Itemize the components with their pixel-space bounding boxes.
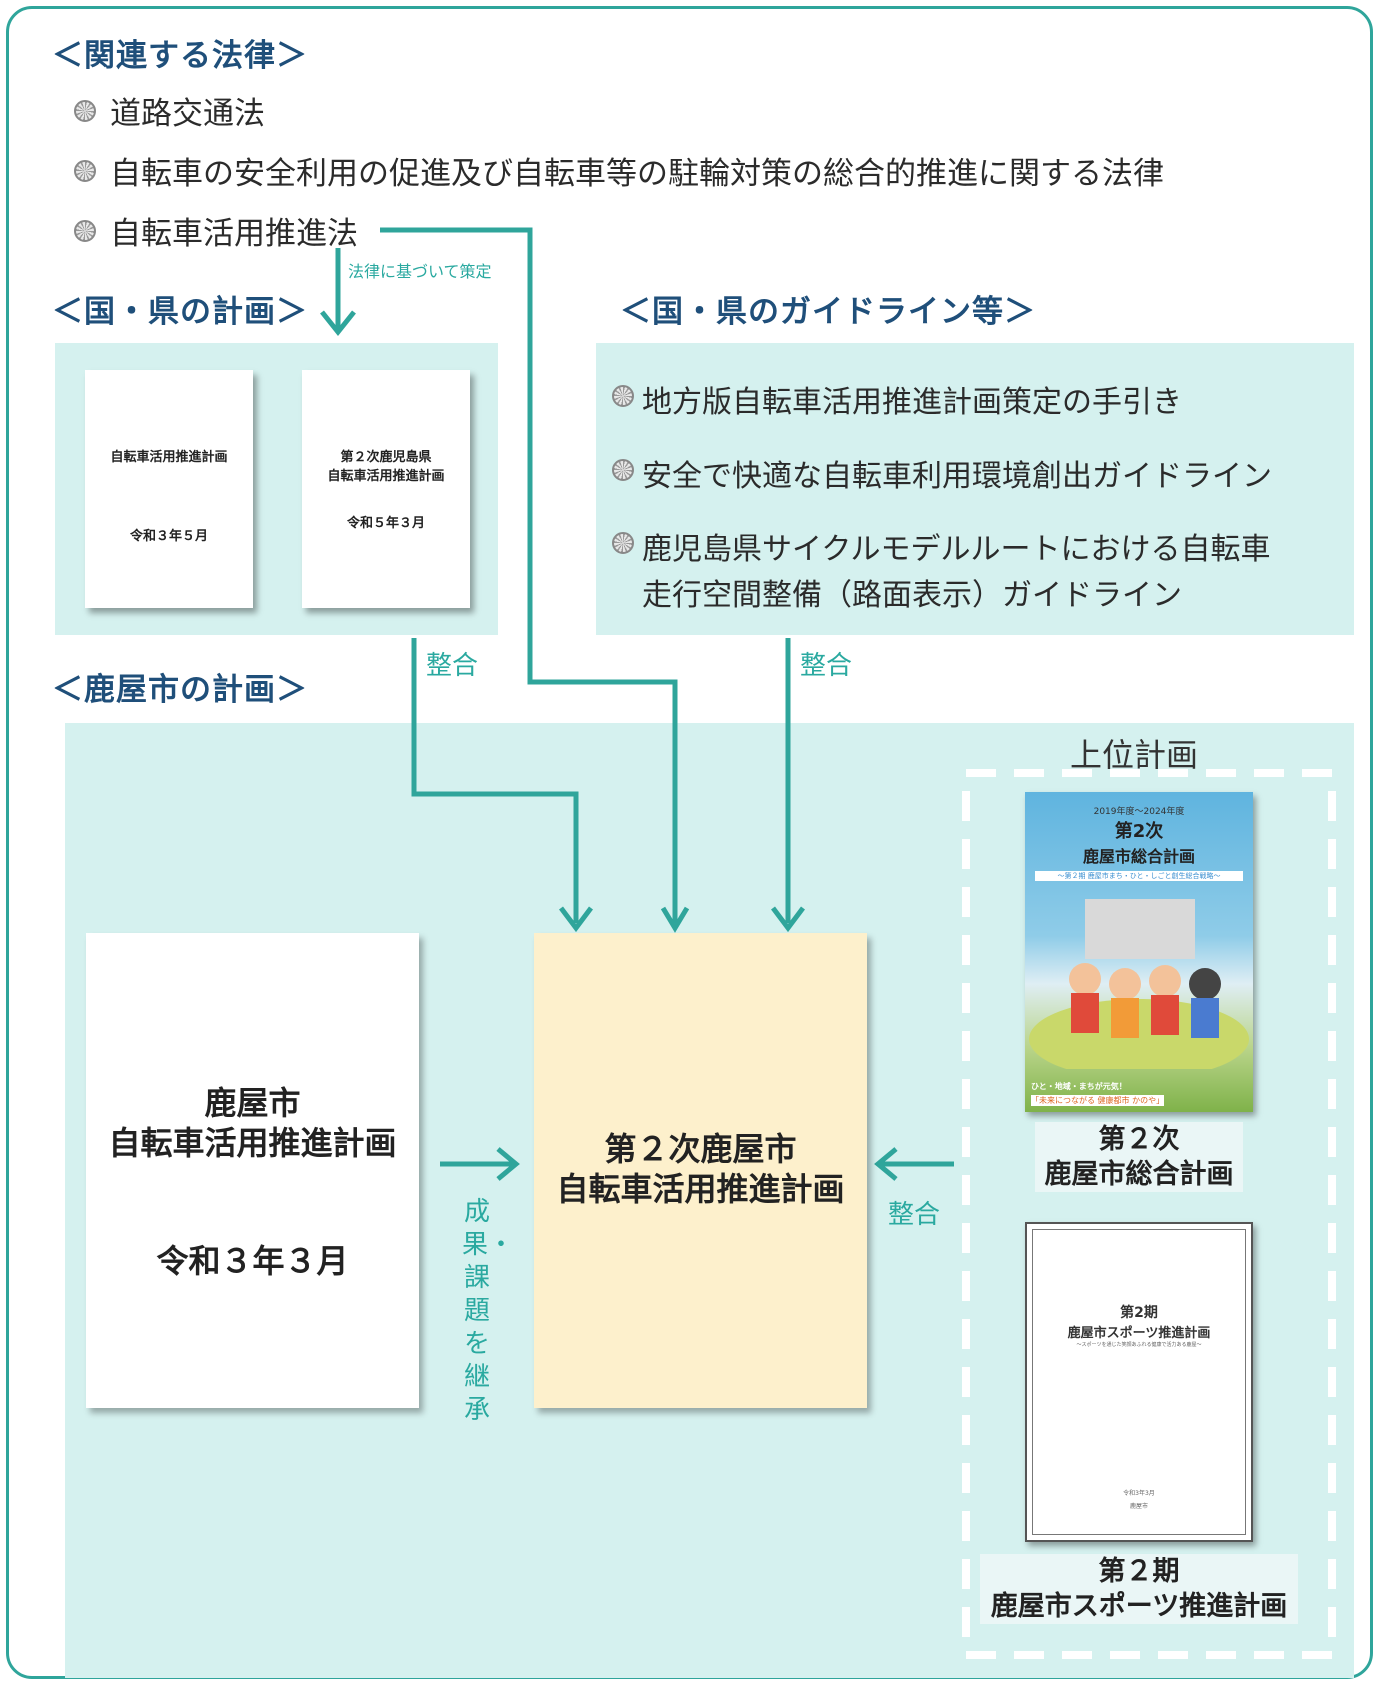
wheel-bullet-icon	[74, 99, 96, 122]
guideline-item: 安全で快適な自転車利用環境創出ガイドライン	[612, 451, 1272, 495]
cover-title-line1: 第2次	[1114, 821, 1164, 842]
upper-to-plan-arrowhead	[874, 1147, 898, 1181]
national-plan-document: 自転車活用推進計画 令和３年５月	[85, 370, 253, 608]
national-plans-heading: ＜国・県の計画＞	[52, 294, 308, 330]
national-to-plan-arrowhead	[559, 906, 593, 933]
label-line1: 第２期	[1098, 1556, 1180, 1587]
label-line2: 鹿屋市総合計画	[1044, 1159, 1234, 1190]
plan-date: 令和３年３月	[156, 1242, 349, 1280]
wheel-bullet-icon	[612, 459, 634, 481]
document-date: 令和３年５月	[129, 529, 208, 544]
law-label: 自転車活用推進法	[110, 216, 358, 252]
label-line2: 鹿屋市スポーツ推進計画	[990, 1591, 1288, 1622]
city-plans-heading: ＜鹿屋市の計画＞	[52, 672, 308, 708]
cover-title-line2: 鹿屋市総合計画	[1082, 847, 1195, 866]
comprehensive-plan-label: 第２次 鹿屋市総合計画	[1035, 1122, 1243, 1192]
previous-city-plan: 鹿屋市 自転車活用推進計画 令和３年３月	[86, 933, 419, 1408]
guideline-item: 鹿児島県サイクルモデルルートにおける自転車 走行空間整備（路面表示）ガイドライン	[612, 524, 1271, 614]
law-basis-label: 法律に基づいて策定	[348, 262, 492, 281]
wheel-bullet-icon	[74, 159, 96, 182]
label-line1: 第２次	[1098, 1124, 1180, 1155]
plan-title-line2: 自転車活用推進計画	[108, 1124, 397, 1162]
wheel-bullet-icon	[612, 385, 634, 407]
cover-subtitle: ～スポーツを通じた笑顔あふれる健康で活力ある鹿屋～	[1076, 1342, 1202, 1348]
plan-title-line1: 鹿屋市	[204, 1084, 301, 1122]
cover-title-line1: 第2期	[1120, 1305, 1158, 1321]
current-city-plan: 第２次鹿屋市 自転車活用推進計画	[534, 933, 867, 1408]
guideline-label: 地方版自転車活用推進計画策定の手引き	[642, 385, 1182, 420]
prefecture-plan-document: 第２次鹿児島県 自転車活用推進計画 令和５年３月	[302, 370, 470, 608]
law-to-plan-arrowhead	[660, 906, 690, 933]
laws-heading: ＜関連する法律＞	[52, 38, 308, 74]
cover-slogan-line1: ひと・地域・まちが元気！	[1031, 1082, 1127, 1091]
guidelines-panel	[596, 343, 1354, 635]
guideline-label-line1: 鹿児島県サイクルモデルルートにおける自転車	[642, 532, 1271, 567]
wheel-bullet-icon	[74, 219, 96, 242]
sports-plan-label: 第２期 鹿屋市スポーツ推進計画	[980, 1554, 1298, 1624]
cover-subtitle: ～第２期 鹿屋市まち・ひと・しごと創生総合戦略～	[1035, 871, 1243, 881]
law-item: 自転車の安全利用の促進及び自転車等の駐輪対策の総合的推進に関する法律	[74, 148, 1164, 193]
wheel-bullet-icon	[612, 532, 634, 554]
cover-org: 鹿屋市	[1129, 1503, 1148, 1510]
document-date: 令和５年３月	[346, 516, 425, 531]
sports-plan-cover: 第2期 鹿屋市スポーツ推進計画 ～スポーツを通じた笑顔あふれる健康で活力ある鹿屋…	[1025, 1222, 1253, 1542]
inherit-label: 成果・課題を継承	[462, 1197, 515, 1425]
guideline-to-plan-arrowhead	[771, 906, 805, 933]
cover-title-line2: 鹿屋市スポーツ推進計画	[1067, 1326, 1211, 1341]
law-item: 道路交通法	[74, 88, 265, 133]
upper-plans-heading: 上位計画	[1070, 736, 1199, 774]
cover-period: 2019年度～2024年度	[1093, 807, 1185, 817]
law-label: 自転車の安全利用の促進及び自転車等の駐輪対策の総合的推進に関する法律	[110, 156, 1164, 192]
document-title: 自転車活用推進計画	[110, 450, 228, 465]
guideline-item: 地方版自転車活用推進計画策定の手引き	[612, 377, 1182, 421]
national-to-plan-arrow-line	[411, 638, 579, 923]
seigo-label-right: 整合	[800, 651, 853, 681]
guideline-label: 安全で快適な自転車利用環境創出ガイドライン	[642, 459, 1272, 494]
law-label: 道路交通法	[110, 96, 265, 132]
cover-illustration	[1029, 899, 1249, 1069]
plan-title-line2: 自転車活用推進計画	[556, 1170, 845, 1208]
inherit-arrowhead	[496, 1147, 520, 1181]
law-to-plan-arrow-line	[380, 227, 678, 923]
document-title-line1: 第２次鹿児島県	[340, 450, 432, 465]
plan-title-line1: 第２次鹿屋市	[604, 1130, 797, 1168]
law-to-national-arrowhead	[320, 310, 356, 337]
document-title-line2: 自転車活用推進計画	[327, 469, 445, 484]
cover-date: 令和3年3月	[1123, 1490, 1155, 1497]
cover-slogan-line2: 「未来につながる 健康都市 かのや」	[1031, 1095, 1165, 1106]
seigo-label-left: 整合	[426, 651, 479, 681]
seigo-label-upper: 整合	[888, 1200, 941, 1230]
law-item: 自転車活用推進法	[74, 208, 358, 253]
guideline-label-line2: 走行空間整備（路面表示）ガイドライン	[642, 578, 1182, 613]
guidelines-heading: ＜国・県のガイドライン等＞	[620, 294, 1036, 330]
comprehensive-plan-cover: 2019年度～2024年度 第2次 鹿屋市総合計画 ～第２期 鹿屋市まち・ひと・…	[1025, 792, 1253, 1112]
